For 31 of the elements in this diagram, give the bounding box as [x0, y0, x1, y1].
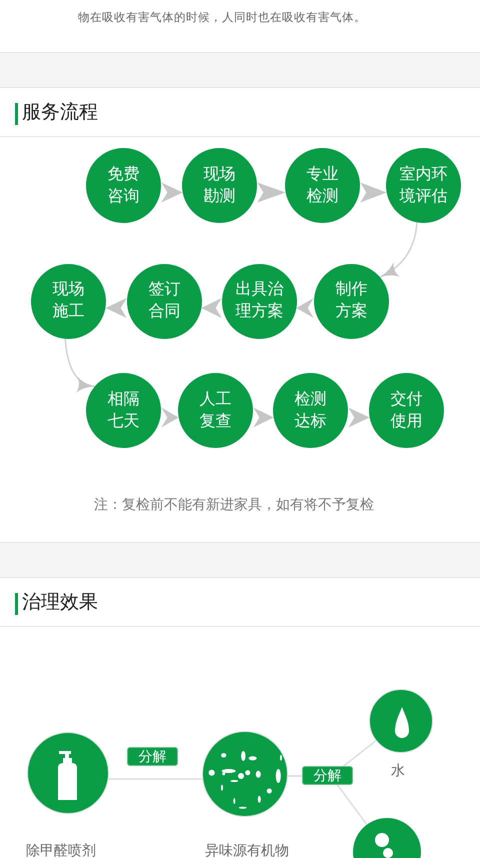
step-circle: 相隔七天: [86, 373, 161, 448]
node-label: 水: [391, 762, 405, 778]
connector-line: [108, 778, 202, 780]
section-title: 服务流程: [22, 101, 98, 125]
section-title: 治理效果: [22, 591, 98, 615]
step-circle: 交付使用: [369, 373, 444, 448]
note-text: 物在吸收有害气体的时候，人同时也在吸收有害气体。: [78, 10, 366, 26]
edge-label: 分解: [302, 766, 353, 785]
step-circle: 现场勘测: [182, 148, 257, 223]
arrow: [348, 408, 370, 428]
step-circle: 出具治理方案: [222, 264, 297, 338]
step-circle: 制作方案: [314, 264, 389, 338]
step-circle: 检测达标: [273, 373, 348, 448]
node-label: 异味源有机物: [205, 842, 289, 858]
node-label: 除甲醛喷剂: [26, 842, 96, 858]
arrow: [257, 182, 286, 202]
step-circle: 专业检测: [285, 148, 360, 223]
arrow: [161, 182, 183, 202]
step-circle: 室内环境评估: [386, 148, 461, 223]
step-circle: 签订合同: [127, 264, 202, 338]
arrow: [296, 298, 314, 318]
arrow: [161, 408, 179, 428]
arrow: [360, 182, 387, 202]
arrow: [201, 298, 222, 318]
step-circle: 现场施工: [31, 264, 106, 338]
arrow: [253, 408, 274, 428]
step-circle: 人工复查: [178, 373, 253, 448]
note-text: 注：复检前不能有新进家具，如有将不予复检: [94, 495, 374, 514]
step-circle: 免费咨询: [86, 148, 161, 223]
edge-label: 分解: [127, 747, 178, 766]
arrow: [105, 298, 127, 318]
